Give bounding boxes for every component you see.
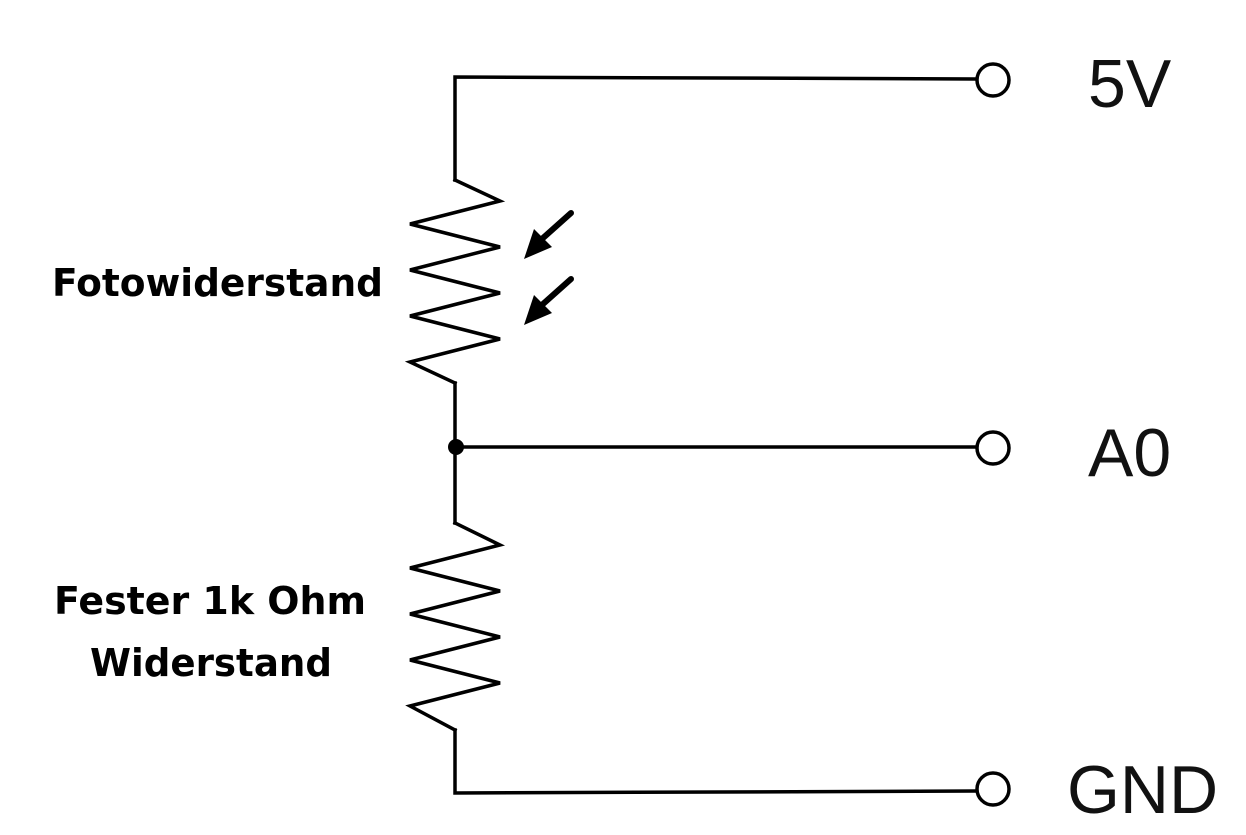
- label-fixed-resistor-line2: Widerstand: [90, 641, 332, 685]
- wire-gnd: [453, 728, 977, 795]
- label-gnd: GND: [1067, 752, 1218, 828]
- label-5v: 5V: [1088, 46, 1172, 122]
- wire-5v: [453, 75, 977, 182]
- terminal-gnd: [975, 771, 1011, 807]
- label-a0: A0: [1088, 415, 1171, 491]
- fixed-resistor-symbol: [405, 520, 506, 733]
- label-fixed-resistor-line1: Fester 1k Ohm: [54, 579, 366, 623]
- junction-dot: [448, 439, 464, 455]
- terminal-5v: [975, 62, 1011, 98]
- terminal-a0: [975, 430, 1011, 466]
- light-arrows-icon: [524, 210, 574, 325]
- photoresistor-symbol: [404, 177, 506, 386]
- label-photoresistor: Fotowiderstand: [52, 261, 383, 305]
